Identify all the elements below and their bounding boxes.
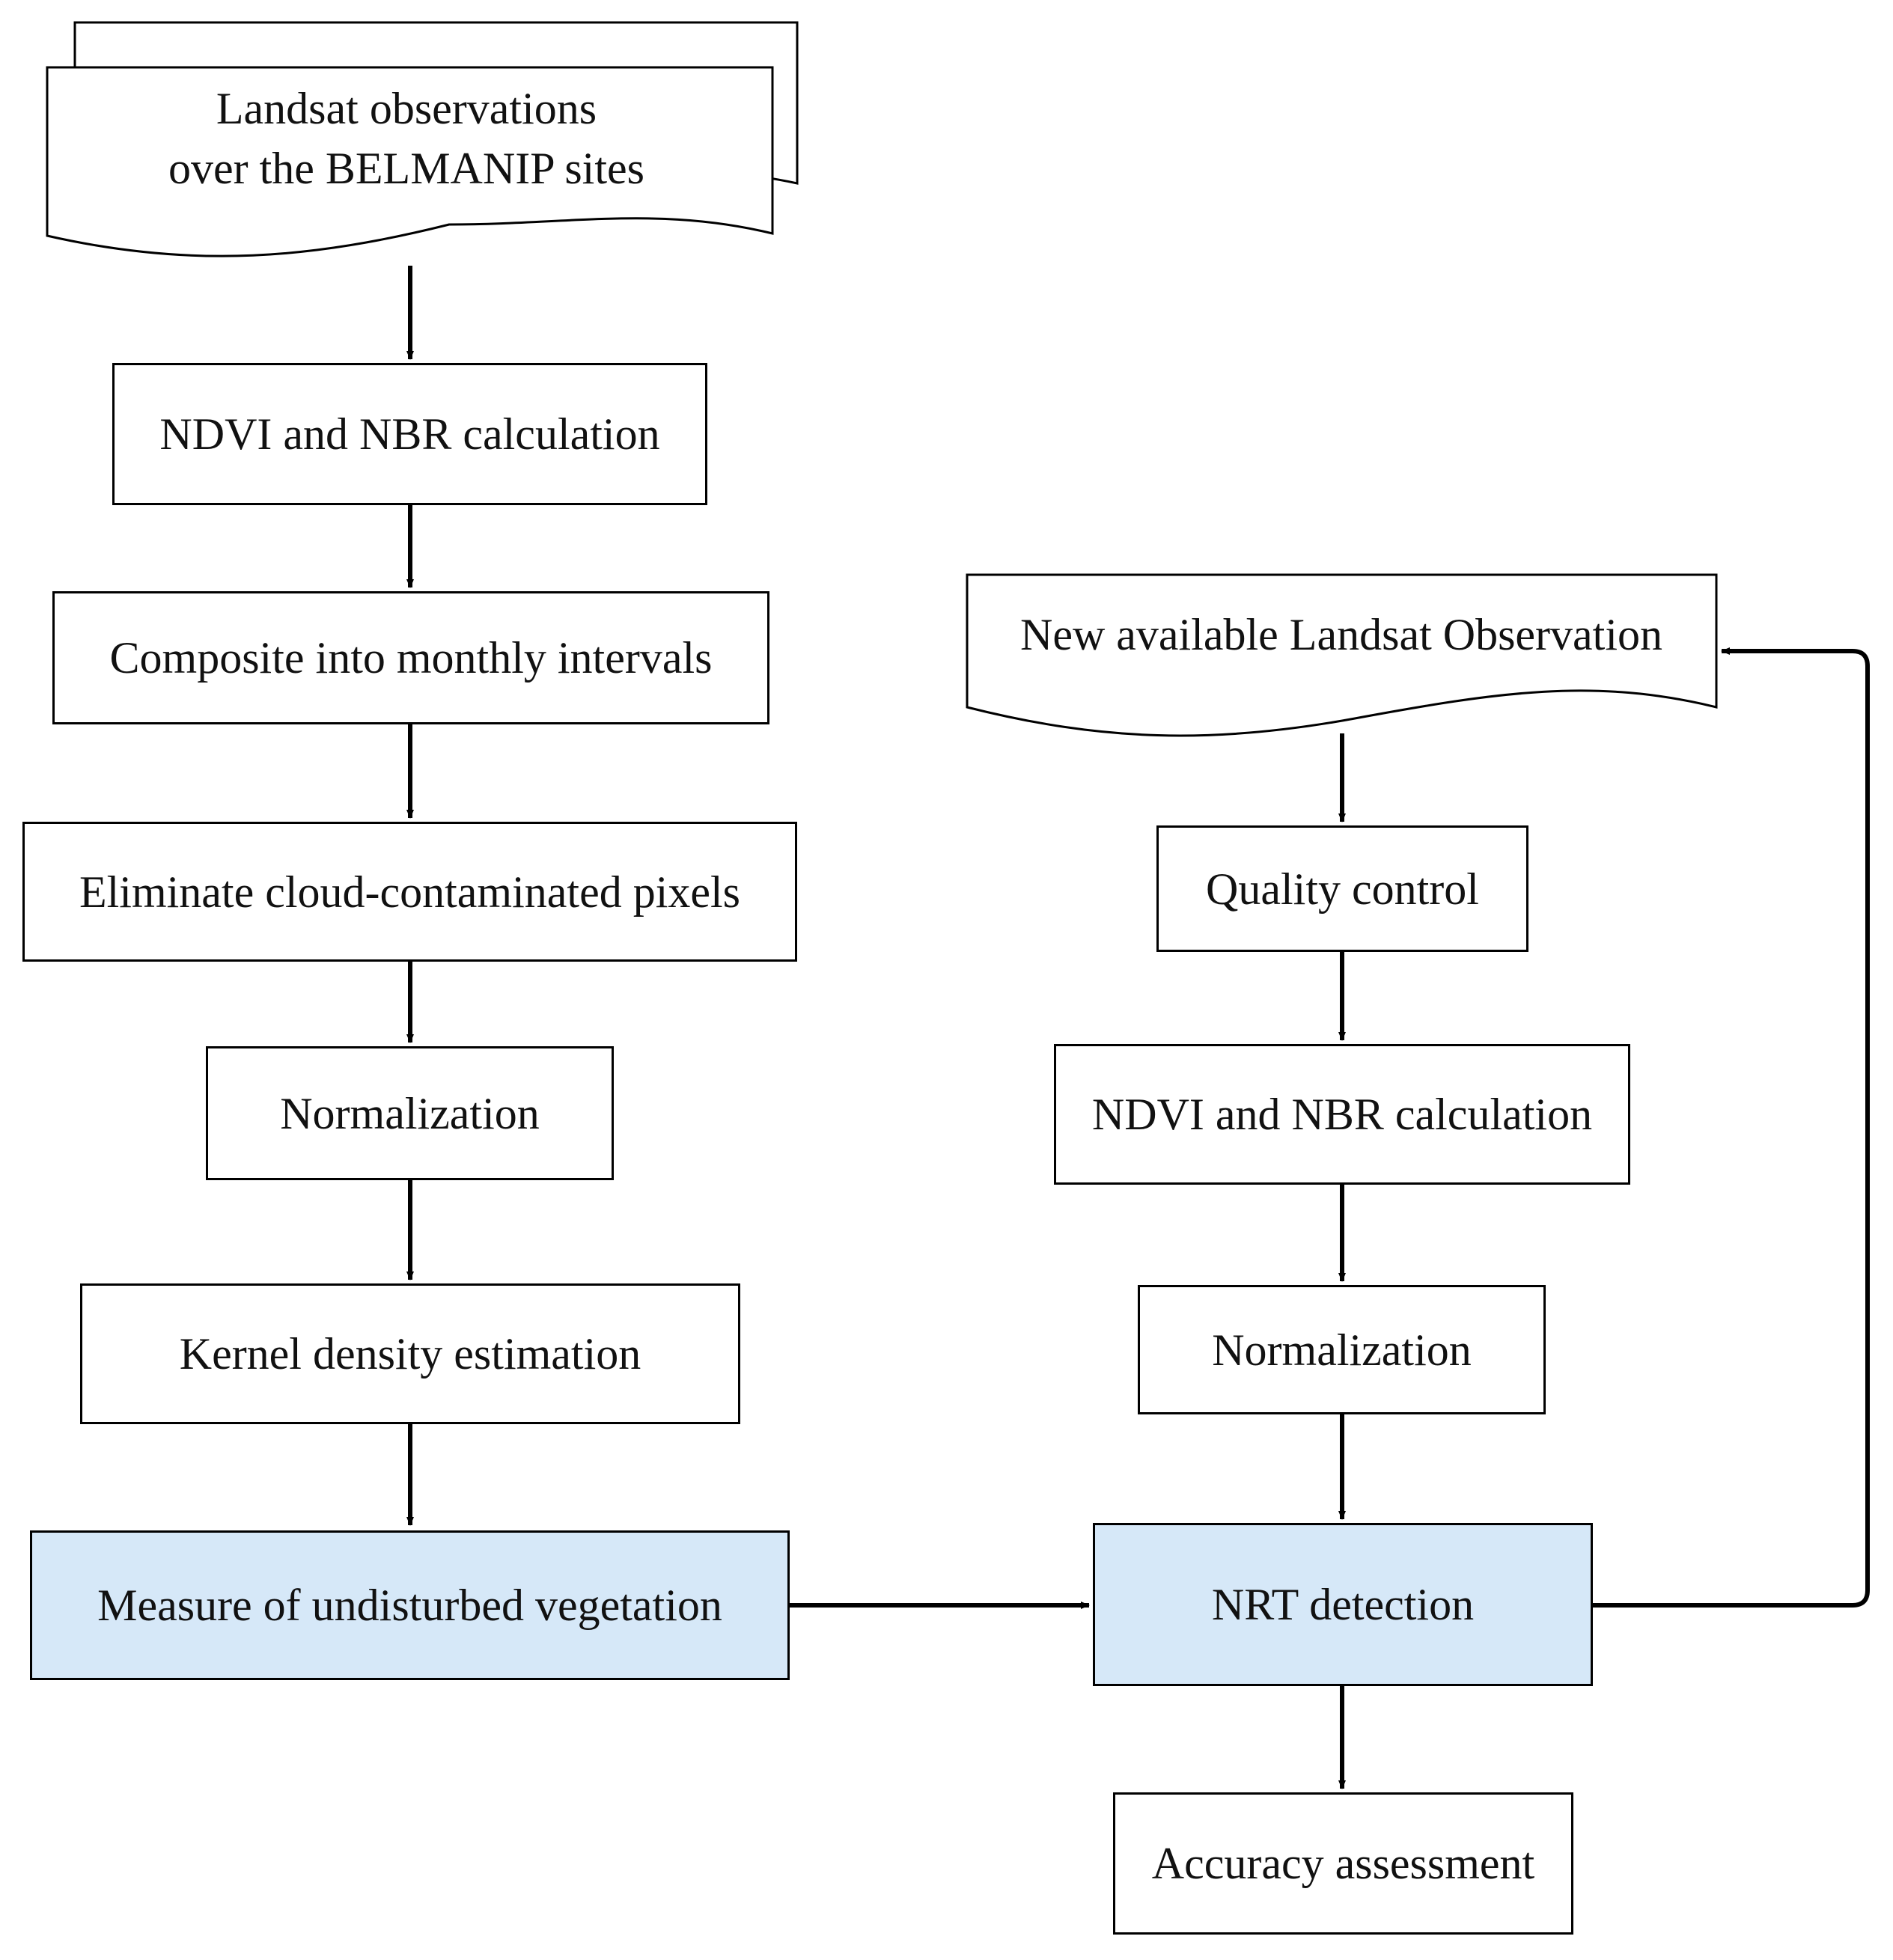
step-measure-undisturbed-vegetation: Measure of undisturbed vegetation — [30, 1530, 790, 1680]
new-landsat-observation-label: New available Landsat Observation — [1019, 610, 1663, 659]
landsat-observations-line2: over the BELMANIP sites — [168, 144, 645, 193]
landsat-observations-label: Landsat observations over the BELMANIP s… — [47, 79, 766, 198]
step-normalization-right: Normalization — [1138, 1285, 1546, 1414]
step-normalization-left: Normalization — [206, 1046, 614, 1180]
arrow-nrt-feedback-loop — [1593, 647, 1870, 1608]
step-kernel-density-estimation: Kernel density estimation — [80, 1283, 740, 1424]
step-accuracy-assessment: Accuracy assessment — [1113, 1792, 1573, 1935]
step-eliminate-cloud-pixels: Eliminate cloud-contaminated pixels — [22, 822, 797, 962]
landsat-observations-doc-front — [46, 66, 774, 257]
step-quality-control: Quality control — [1156, 825, 1528, 952]
new-landsat-observation-doc — [966, 573, 1718, 737]
landsat-observations-line1: Landsat observations — [216, 84, 597, 133]
step-nrt-detection: NRT detection — [1093, 1523, 1593, 1686]
step-ndvi-nbr-calculation-right: NDVI and NBR calculation — [1054, 1044, 1630, 1185]
step-ndvi-nbr-calculation-left: NDVI and NBR calculation — [112, 363, 707, 505]
step-composite-monthly: Composite into monthly intervals — [52, 591, 769, 724]
